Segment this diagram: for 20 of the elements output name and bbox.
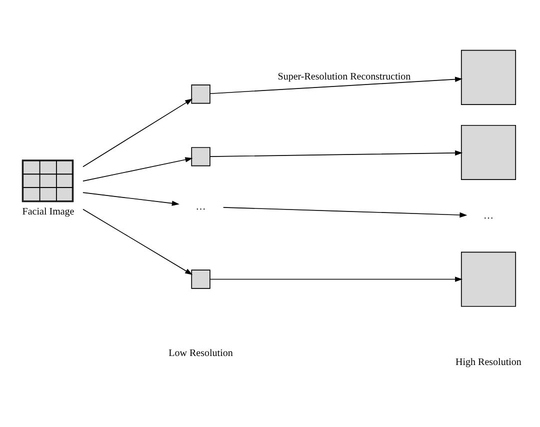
arrow: [210, 276, 463, 282]
node-box: [460, 49, 516, 104]
arrow: [222, 206, 468, 218]
arrow: [210, 76, 463, 94]
arrow: [82, 98, 193, 167]
arrow: [82, 192, 180, 206]
node-text: …: [483, 210, 494, 221]
label: Low Resolution: [168, 348, 233, 359]
arrow: [210, 150, 463, 156]
node-box: [460, 251, 516, 306]
node-box: [191, 269, 210, 288]
node-label: Facial Image: [22, 206, 74, 218]
arrow: [82, 156, 193, 181]
node-box: [191, 84, 210, 104]
label: High Resolution: [456, 356, 522, 368]
arrow: [82, 208, 193, 274]
node-box: [460, 124, 516, 180]
node-text: …: [196, 200, 206, 212]
node-box: [191, 146, 210, 166]
edge-label: Super-Resolution Reconstruction: [278, 71, 411, 82]
